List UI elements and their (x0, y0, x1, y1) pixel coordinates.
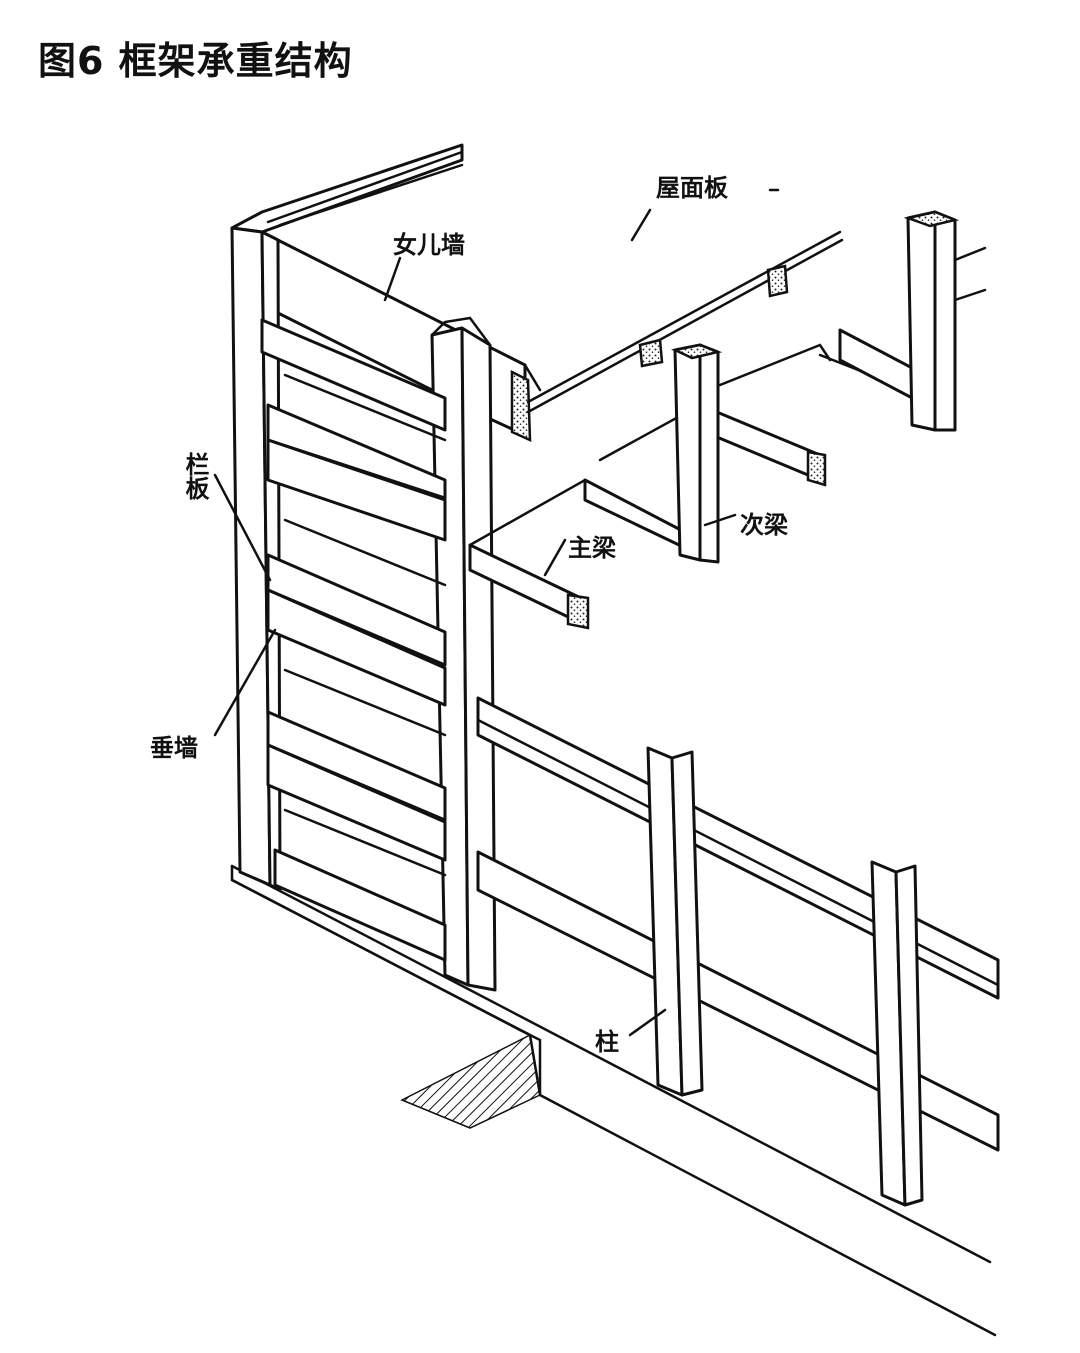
ground-base (230, 864, 997, 1337)
leader-lines (213, 188, 780, 1037)
front-column-1 (646, 746, 704, 1097)
front-column-2 (870, 860, 924, 1207)
interior-column-2 (903, 210, 987, 432)
left-face-panels (260, 318, 447, 962)
figure-title: 图6 框架承重结构 (38, 39, 353, 83)
roof-slab-label: 屋面板 (656, 174, 728, 202)
interior-column-1 (671, 343, 723, 564)
secondary-beam-label: 次梁 (740, 511, 788, 539)
roof-slab (526, 230, 844, 414)
main-beam-label: 主梁 (568, 534, 616, 562)
soil-hatching (400, 1033, 541, 1129)
parapet-label: 女儿墙 (393, 231, 465, 259)
column-label: 柱 (595, 1028, 619, 1056)
front-face-beams (476, 696, 1000, 1152)
spandrel-wall-label: 垂墙 (150, 734, 198, 762)
panel-board-label: 栏板 (181, 452, 209, 500)
